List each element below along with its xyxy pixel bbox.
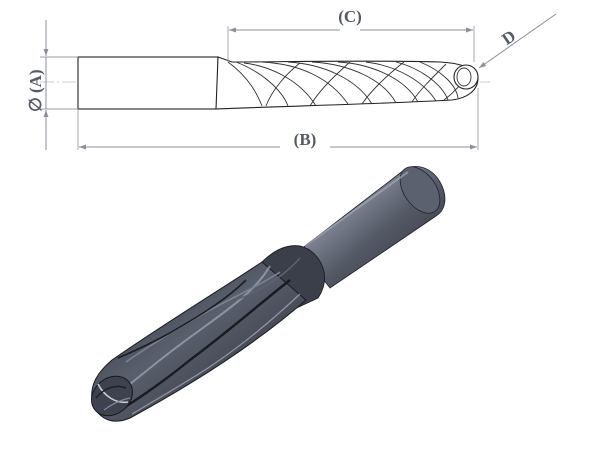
ball-nose-3d bbox=[91, 375, 133, 417]
dim-a-label: (A) bbox=[26, 69, 45, 93]
dim-c-label: (C) bbox=[338, 7, 362, 26]
dimension-c: (C) bbox=[227, 7, 475, 62]
dimension-d: D bbox=[478, 13, 557, 69]
shank-end-face bbox=[399, 166, 441, 214]
dim-b-label: (B) bbox=[294, 130, 317, 149]
diameter-symbol: ∅ bbox=[26, 97, 45, 112]
dimension-b: (B) bbox=[77, 88, 479, 150]
shank-outline bbox=[77, 56, 219, 110]
dimension-a: (A) ∅ bbox=[26, 20, 78, 150]
ball-nose-outline bbox=[453, 64, 479, 90]
end-mill-3d-render bbox=[91, 166, 446, 422]
shank-3d bbox=[299, 166, 446, 289]
flute-edges-3d bbox=[107, 257, 301, 415]
dim-d-label: D bbox=[498, 26, 519, 49]
neck-3d bbox=[261, 245, 325, 311]
technical-drawing: (A) ∅ (C) (B) D bbox=[26, 7, 557, 150]
helical-flute-lines bbox=[227, 61, 471, 107]
ball-nose-inner-arc bbox=[456, 67, 472, 87]
